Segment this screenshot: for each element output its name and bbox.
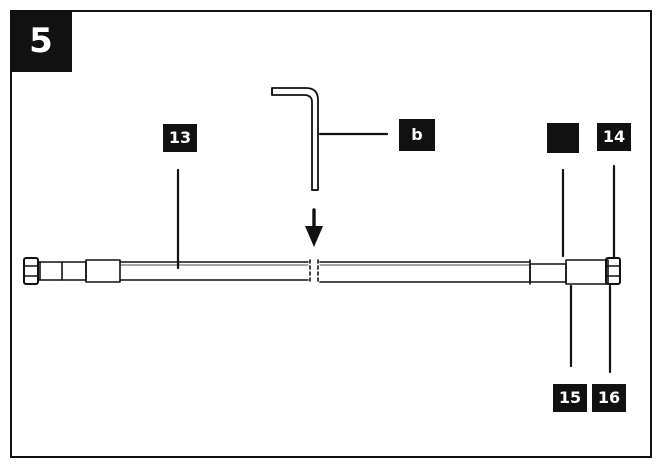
callout-15: 15 (553, 384, 587, 412)
main-tube (119, 261, 309, 281)
arrow-down-icon (305, 208, 323, 247)
left-threaded-section (37, 261, 87, 281)
right-rod (529, 263, 567, 283)
callout-blank (547, 123, 579, 153)
left-collar (85, 259, 121, 283)
washer (565, 259, 609, 285)
inner-tube (319, 259, 531, 285)
callout-16: 16 (592, 384, 626, 412)
callout-13: 13 (163, 124, 197, 152)
left-end-nut (23, 257, 39, 285)
diagram-frame (10, 10, 652, 458)
callout-14: 14 (597, 123, 631, 151)
tube-joint (309, 259, 319, 283)
callout-b: b (399, 119, 435, 151)
step-number-badge: 5 (10, 10, 72, 72)
hex-key-icon (271, 87, 319, 191)
